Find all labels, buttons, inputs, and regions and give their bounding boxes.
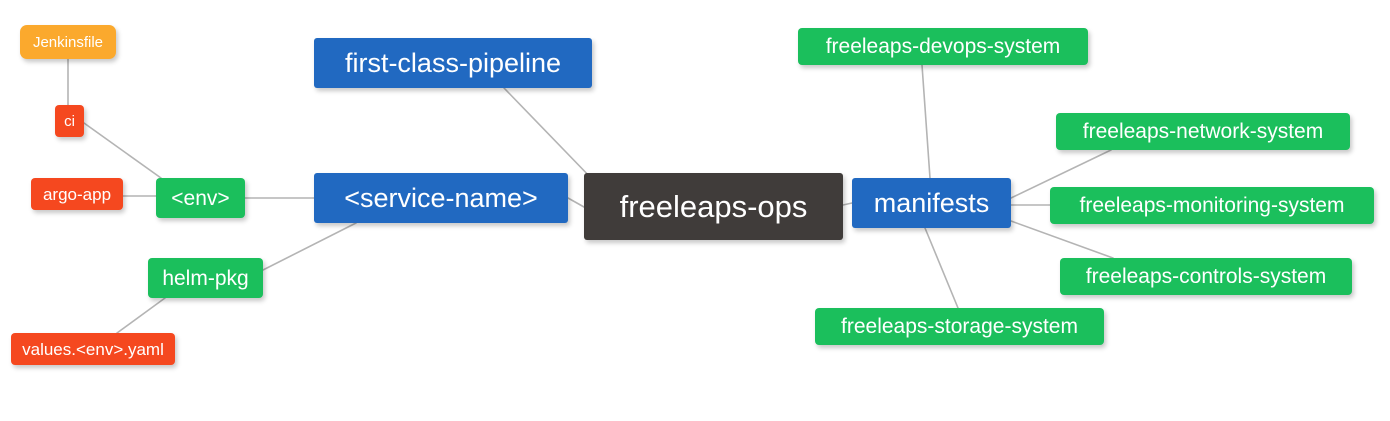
node-jenkinsfile[interactable]: Jenkinsfile (20, 25, 116, 59)
node-label-argo-app: argo-app (42, 184, 112, 204)
node-service-name[interactable]: <service-name> (314, 173, 568, 223)
node-label-freeleaps-network-system: freeleaps-network-system (1082, 120, 1324, 143)
node-label-first-class-pipeline: first-class-pipeline (344, 47, 562, 78)
edge-freeleaps-ops-to-manifests (842, 202, 853, 206)
edge-manifests-to-freeleaps-devops-system (921, 64, 931, 179)
node-label-freeleaps-storage-system: freeleaps-storage-system (841, 315, 1078, 338)
node-label-freeleaps-monitoring-system: freeleaps-monitoring-system (1079, 194, 1345, 217)
node-label-service-name: <service-name> (344, 182, 538, 213)
node-freeleaps-ops[interactable]: freeleaps-ops (584, 173, 843, 240)
node-label-freeleaps-controls-system: freeleaps-controls-system (1085, 265, 1327, 288)
node-label-values-env-yaml: values.<env>.yaml (22, 339, 164, 359)
edge-freeleaps-ops-to-first-class-pipeline (503, 87, 595, 182)
node-label-manifests: manifests (873, 187, 990, 218)
node-label-jenkinsfile: Jenkinsfile (32, 33, 104, 51)
node-argo-app[interactable]: argo-app (31, 178, 123, 210)
node-label-ci: ci (64, 112, 75, 130)
node-first-class-pipeline[interactable]: first-class-pipeline (314, 38, 592, 88)
node-manifests[interactable]: manifests (852, 178, 1011, 228)
edge-manifests-to-freeleaps-storage-system (924, 227, 959, 309)
node-env[interactable]: <env> (156, 178, 245, 218)
node-freeleaps-controls-system[interactable]: freeleaps-controls-system (1060, 258, 1352, 295)
edge-helm-pkg-to-values-env-yaml (116, 297, 166, 334)
edge-service-name-to-helm-pkg (262, 222, 357, 271)
node-label-env: <env> (171, 186, 230, 210)
edge-manifests-to-freeleaps-controls-system (1010, 220, 1114, 259)
node-freeleaps-network-system[interactable]: freeleaps-network-system (1056, 113, 1350, 150)
edge-freeleaps-ops-to-service-name (567, 197, 585, 208)
node-label-helm-pkg: helm-pkg (162, 266, 249, 290)
node-label-freeleaps-devops-system: freeleaps-devops-system (825, 35, 1061, 58)
edge-env-to-ci (83, 122, 162, 179)
node-freeleaps-storage-system[interactable]: freeleaps-storage-system (815, 308, 1104, 345)
node-values-env-yaml[interactable]: values.<env>.yaml (11, 333, 175, 365)
node-label-freeleaps-ops: freeleaps-ops (619, 189, 808, 224)
node-freeleaps-monitoring-system[interactable]: freeleaps-monitoring-system (1050, 187, 1374, 224)
node-ci[interactable]: ci (55, 105, 84, 137)
node-freeleaps-devops-system[interactable]: freeleaps-devops-system (798, 28, 1088, 65)
node-helm-pkg[interactable]: helm-pkg (148, 258, 263, 298)
